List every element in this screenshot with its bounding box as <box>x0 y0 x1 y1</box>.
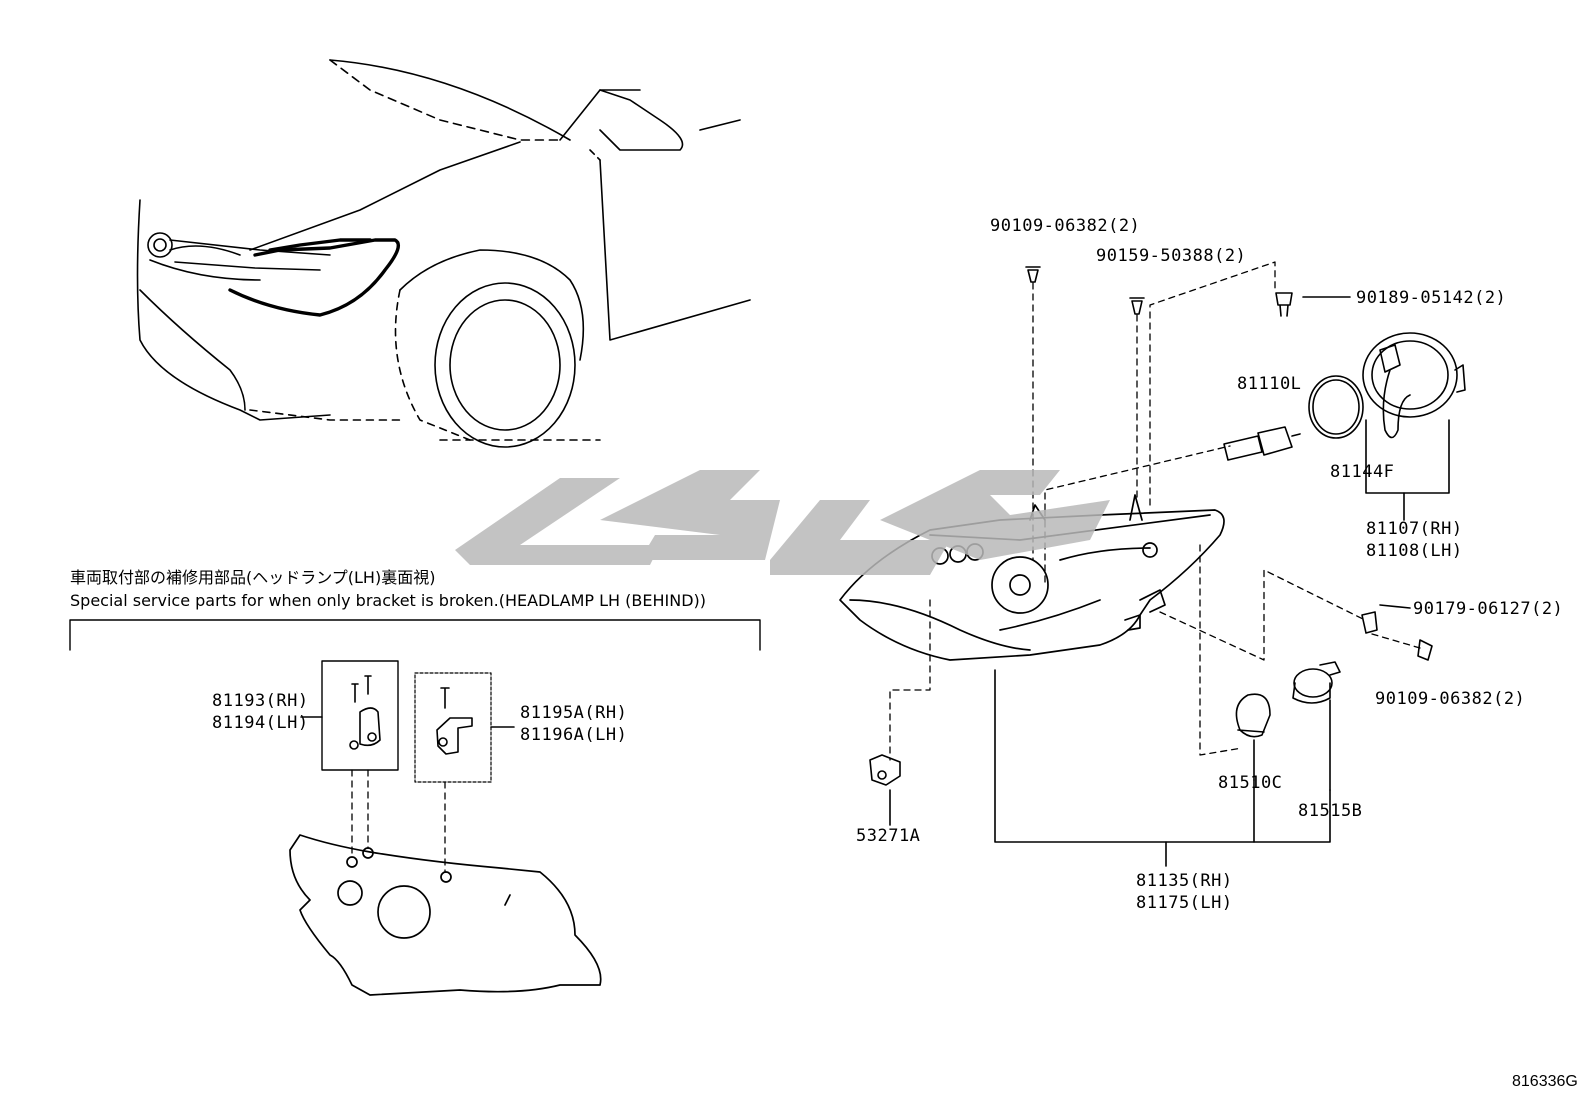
car-front-illustration <box>136 59 751 448</box>
part-label-81110l[interactable]: 81110L <box>1237 374 1302 394</box>
service-note-english: Special service parts for when only brac… <box>70 591 707 610</box>
part-label-81515b[interactable]: 81515B <box>1298 801 1363 821</box>
screw-90109-top <box>1025 266 1041 283</box>
part-label-90109-bottom[interactable]: 90109-06382(2) <box>1375 689 1526 709</box>
bulb-81110l <box>1223 426 1301 461</box>
cover-81107 <box>1362 332 1466 439</box>
part-label-81108[interactable]: 81108(LH) <box>1366 541 1463 561</box>
clip-90189 <box>1275 292 1293 317</box>
screw-90159 <box>1129 297 1145 315</box>
part-label-90179[interactable]: 90179-06127(2) <box>1413 599 1564 619</box>
part-label-90109-top[interactable]: 90109-06382(2) <box>990 216 1141 236</box>
service-bracket-frame <box>69 619 761 651</box>
part-label-81196a[interactable]: 81196A(LH) <box>520 725 628 745</box>
part-label-81144f[interactable]: 81144F <box>1330 462 1395 482</box>
watermark-logo <box>455 470 1110 575</box>
clip-53271a <box>869 754 901 786</box>
bulb-81510c <box>1235 693 1271 738</box>
service-note-japanese: 車両取付部の補修用部品(ヘッドランプ(LH)裏面視) <box>70 568 436 587</box>
clip-90179 <box>1361 611 1378 634</box>
part-label-81195a[interactable]: 81195A(RH) <box>520 703 628 723</box>
part-label-81107[interactable]: 81107(RH) <box>1366 519 1463 539</box>
socket-81515b <box>1292 661 1341 704</box>
bracket-box-81193 <box>321 660 399 771</box>
part-label-81194[interactable]: 81194(LH) <box>212 713 309 733</box>
part-label-53271a[interactable]: 53271A <box>856 826 921 846</box>
part-label-90159[interactable]: 90159-50388(2) <box>1096 246 1247 266</box>
screw-90109-bottom <box>1417 639 1433 661</box>
bracket-81195-parts <box>436 687 473 755</box>
diagram-code: 816336G <box>1512 1073 1578 1090</box>
bracket-81193-screws <box>349 675 381 750</box>
headlamp-rear-view <box>289 834 602 996</box>
car-headlamp-outline <box>228 238 400 317</box>
ring-81144f <box>1308 375 1364 439</box>
part-label-81193[interactable]: 81193(RH) <box>212 691 309 711</box>
bracket-box-81195 <box>414 672 492 783</box>
part-label-81510c[interactable]: 81510C <box>1218 773 1283 793</box>
part-label-81175[interactable]: 81175(LH) <box>1136 893 1233 913</box>
part-label-81135[interactable]: 81135(RH) <box>1136 871 1233 891</box>
part-label-90189[interactable]: 90189-05142(2) <box>1356 288 1507 308</box>
